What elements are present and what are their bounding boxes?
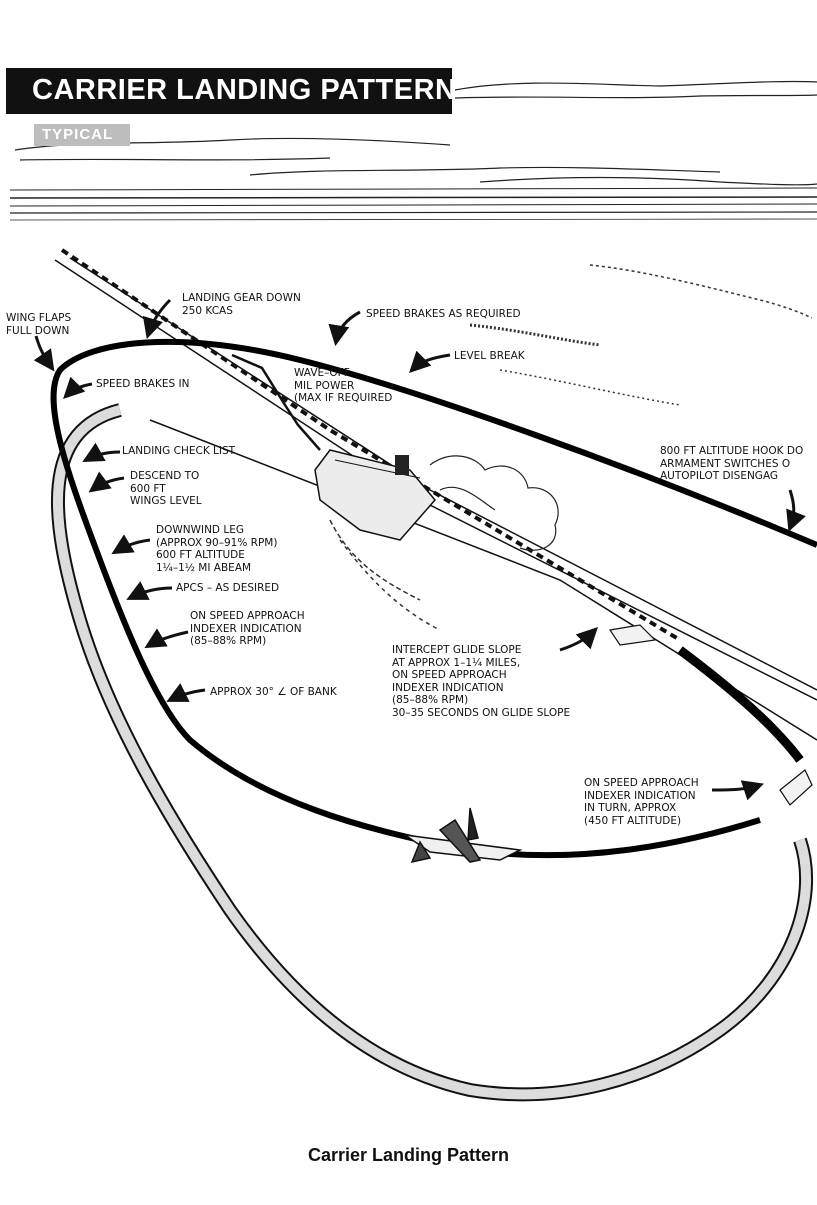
pointer-arrows [33,298,806,801]
label-speed-brakes-required: SPEED BRAKES AS REQUIRED [366,308,521,320]
label-downwind-leg: DOWNWIND LEG (APPROX 90–91% RPM) 600 FT … [156,524,278,574]
glide-slope-line [60,248,682,642]
subtitle-banner [34,124,130,146]
label-landing-check-list: LANDING CHECK LIST [122,445,236,457]
figure-caption: Carrier Landing Pattern [307,1145,510,1165]
aircraft-carrier [314,449,441,631]
jet-aircraft [404,807,523,864]
outer-ground-track [51,403,814,1102]
landing-pattern-oval [50,338,817,859]
wake-cloud [429,455,559,551]
wave-off-line [231,353,321,451]
label-intercept-glide-slope: INTERCEPT GLIDE SLOPE AT APPROX 1–1¼ MIL… [392,644,571,719]
label-on-speed-approach: ON SPEED APPROACH INDEXER INDICATION (85… [190,610,305,647]
label-level-break: LEVEL BREAK [454,350,525,362]
label-apcs: APCS – AS DESIRED [176,582,280,594]
label-descend: DESCEND TO 600 FT WINGS LEVEL [130,470,202,507]
pattern-final-segment [677,646,804,763]
distant-wakes [469,264,813,406]
diagram-subtitle: TYPICAL [42,126,114,143]
label-landing-gear: LANDING GEAR DOWN 250 KCAS [182,292,301,317]
title-banner [6,68,452,114]
diagram-title: CARRIER LANDING PATTERN [32,74,457,106]
label-approx-bank: APPROX 30° ∠ OF BANK [210,686,337,698]
label-on-speed-turn: ON SPEED APPROACH INDEXER INDICATION IN … [584,777,699,827]
label-speed-brakes-in: SPEED BRAKES IN [96,378,190,390]
label-hook-down: 800 FT ALTITUDE HOOK DO ARMAMENT SWITCHE… [660,445,804,482]
jet-aircraft-turn [608,624,813,806]
label-wing-flaps: WING FLAPS FULL DOWN [6,312,72,337]
label-wave-off: WAVE–OFF MIL POWER (MAX IF REQUIRED [294,367,393,404]
